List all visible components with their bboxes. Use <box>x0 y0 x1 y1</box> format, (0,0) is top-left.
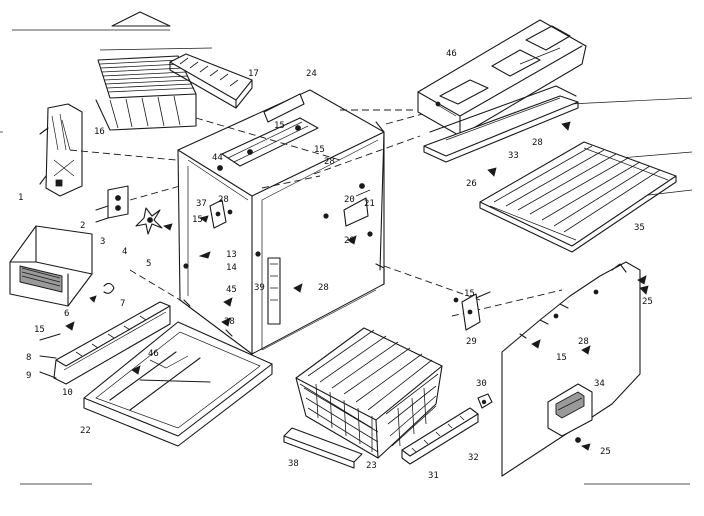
label-part-25-b: 25 <box>600 447 611 457</box>
label-part-38: 38 <box>288 459 299 469</box>
label-part-28-f: 28 <box>578 337 589 347</box>
label-part-15-c: 15 <box>192 215 203 225</box>
part-1-side-bracket <box>39 103 83 197</box>
label-part-28-e: 28 <box>324 157 335 167</box>
label-part-8: 8 <box>26 353 31 363</box>
part-34-control <box>547 383 593 451</box>
part-33-tray <box>423 85 579 163</box>
label-part-32: 32 <box>468 453 479 463</box>
label-part-15-e: 15 <box>464 289 475 299</box>
part-29-clip <box>453 291 491 331</box>
part-2-3-hinge <box>95 185 129 223</box>
part-16-upper-shelf <box>95 55 197 131</box>
leader-lines <box>0 47 693 485</box>
part-8-9-rail <box>39 301 171 385</box>
label-part-9: 9 <box>26 371 31 381</box>
label-part-13: 13 <box>226 250 237 260</box>
label-part-16: 16 <box>94 127 105 137</box>
part-17-tray <box>169 53 253 109</box>
label-part-28-a: 28 <box>532 138 543 148</box>
label-part-4: 4 <box>122 247 127 257</box>
label-part-34: 34 <box>594 379 605 389</box>
label-part-1: 1 <box>18 193 23 203</box>
label-part-29: 29 <box>466 337 477 347</box>
label-part-7: 7 <box>120 299 125 309</box>
label-part-25-a: 25 <box>642 297 653 307</box>
label-part-28-c: 28 <box>318 283 329 293</box>
part-labels: 1 2 3 4 5 6 7 8 9 10 13 14 15 15 15 15 1… <box>18 49 653 481</box>
label-part-45: 45 <box>226 285 237 295</box>
label-part-31: 31 <box>428 471 439 481</box>
label-part-15-b: 15 <box>314 145 325 155</box>
part-46-cover <box>417 19 587 137</box>
label-part-22: 22 <box>80 426 91 436</box>
label-part-5: 5 <box>146 259 151 269</box>
label-part-15-f: 15 <box>556 353 567 363</box>
label-part-30: 30 <box>476 379 487 389</box>
part-22-bottom-pan <box>83 321 273 447</box>
label-part-28-b: 28 <box>344 236 355 246</box>
part-38-trim <box>283 427 363 469</box>
part-30-block <box>477 393 493 409</box>
label-part-37: 37 <box>196 199 207 209</box>
label-part-10: 10 <box>62 388 73 398</box>
label-part-46-b: 46 <box>148 349 159 359</box>
label-part-21: 21 <box>364 199 375 209</box>
label-part-15-d: 15 <box>34 325 45 335</box>
label-part-3: 3 <box>100 237 105 247</box>
label-part-46-a: 46 <box>446 49 457 59</box>
label-part-23: 23 <box>366 461 377 471</box>
label-part-44: 44 <box>212 153 223 163</box>
part-37-26-bracket <box>198 199 357 327</box>
label-part-17: 17 <box>248 69 259 79</box>
part-35-wire-shelf <box>479 141 677 253</box>
label-part-24: 24 <box>306 69 317 79</box>
label-part-20: 20 <box>344 195 355 205</box>
part-32-panel <box>501 261 647 477</box>
part-6-crisper-drawer <box>9 225 93 307</box>
corner-mark <box>12 11 171 31</box>
part-7-clip <box>103 282 115 294</box>
label-part-33: 33 <box>508 151 519 161</box>
part-31-rail <box>401 407 479 465</box>
label-part-35: 35 <box>634 223 645 233</box>
label-part-28-g: 28 <box>218 195 229 205</box>
label-part-15-a: 15 <box>274 121 285 131</box>
alignment-lines <box>69 109 563 317</box>
label-part-6: 6 <box>64 309 69 319</box>
part-23-wire-basket <box>295 327 443 459</box>
label-part-2: 2 <box>80 221 85 231</box>
label-part-14: 14 <box>226 263 237 273</box>
label-part-39: 39 <box>254 283 265 293</box>
part-4-5-fan <box>135 207 173 235</box>
label-part-28-d: 28 <box>224 317 235 327</box>
label-part-26: 26 <box>466 179 477 189</box>
fasteners-top <box>65 121 649 375</box>
